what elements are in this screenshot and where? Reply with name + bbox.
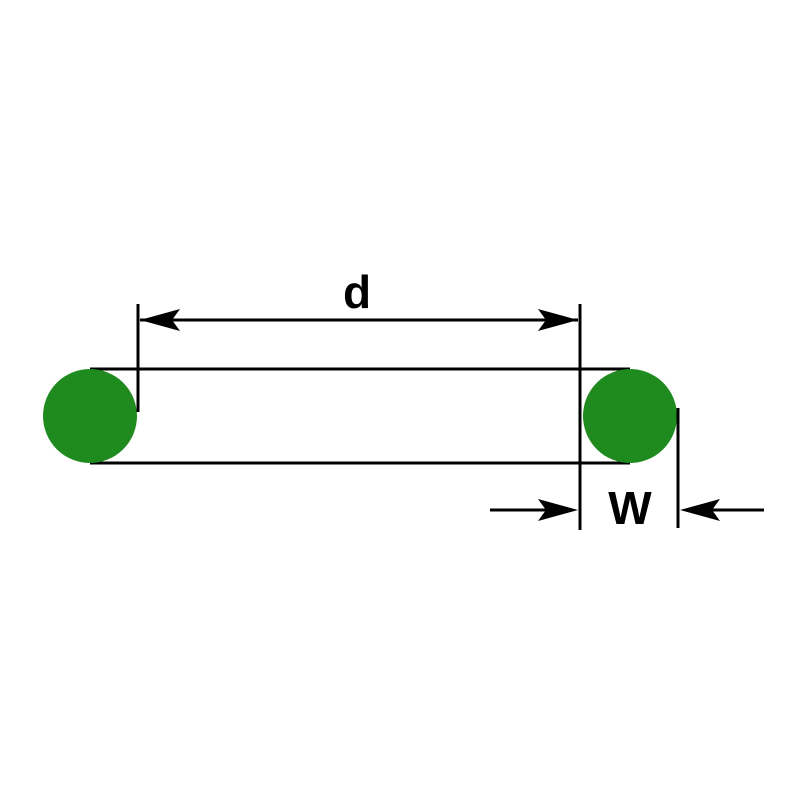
w-arrowhead-left-icon [538, 499, 578, 521]
w-label: W [608, 482, 652, 534]
w-arrowhead-right-icon [680, 499, 720, 521]
d-arrowhead-right-icon [538, 309, 578, 331]
oring-right-cross-section [583, 369, 677, 463]
d-label: d [343, 266, 371, 318]
d-arrowhead-left-icon [140, 309, 180, 331]
oring-left-cross-section [43, 369, 137, 463]
